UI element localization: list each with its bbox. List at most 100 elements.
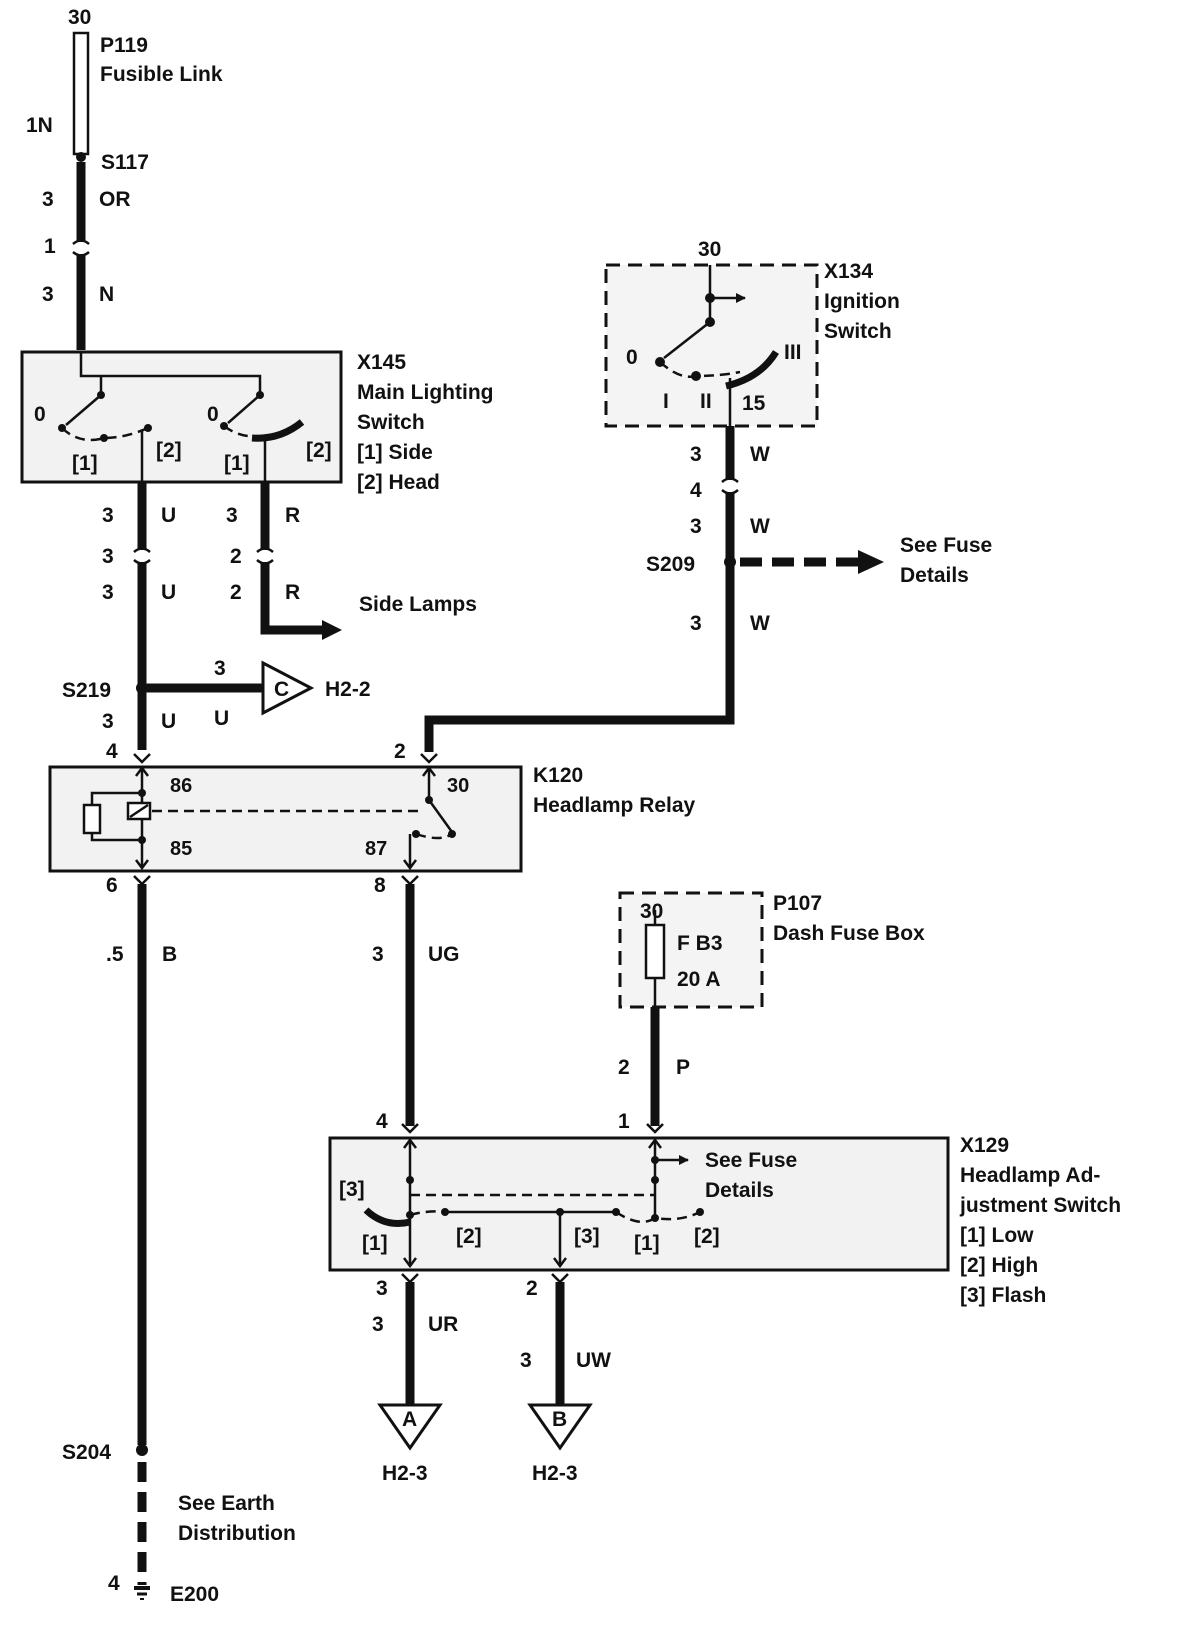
earth-see-line1: See Earth <box>178 1492 275 1515</box>
p107-name: Dash Fuse Box <box>773 922 925 945</box>
x145-pos1-left: [1] <box>72 452 98 475</box>
splice-s219: C H2-2 3 S219 3 U U <box>62 657 371 733</box>
conn-1-pin: 1 <box>44 235 56 258</box>
wire-p-size: 2 <box>618 1056 630 1079</box>
earth-see-line2: Distribution <box>178 1522 296 1545</box>
wire-or-size: 3 <box>42 188 54 211</box>
p107-fuse: F B3 <box>677 932 723 955</box>
wire-ur-size: 3 <box>372 1313 384 1336</box>
ref-c-size: 3 <box>214 657 226 680</box>
x134-name-line2: Switch <box>824 320 892 343</box>
s219-color: U <box>161 710 176 733</box>
k120-id: K120 <box>533 764 583 787</box>
wire-uw-size: 3 <box>520 1349 532 1372</box>
wire-uw-color: UW <box>576 1349 611 1372</box>
headlamp-relay-k120: 4 2 86 85 30 87 6 8 K120 Headlamp Relay <box>48 740 696 897</box>
wire-or-color: OR <box>99 188 131 211</box>
s209-see-line2: Details <box>900 564 969 587</box>
wire-b-color: B <box>162 943 177 966</box>
earth-pin: 4 <box>108 1572 120 1595</box>
s209-see-line1: See Fuse <box>900 534 992 557</box>
p107-id: P107 <box>773 892 822 915</box>
relay-pin-in-right: 2 <box>394 740 406 763</box>
headlamp-adjustment-switch-x129: 4 [3] [1] [2] [3] [1] [2] See Fuse Detai… <box>328 1110 1121 1307</box>
s209-id: S209 <box>646 553 695 576</box>
wire-p-pin: 1 <box>618 1110 630 1133</box>
relay-t30: 30 <box>447 775 469 797</box>
wire-u-conn-pin: 3 <box>102 545 114 568</box>
s219-size: 3 <box>102 710 114 733</box>
p119-terminal: 30 <box>68 6 91 29</box>
relay-pin-in-left: 4 <box>106 740 118 763</box>
x129-pos3-mid: [3] <box>574 1225 600 1248</box>
wire-n-color: N <box>99 283 114 306</box>
wire-u: 3 U 3 3 U <box>102 482 176 750</box>
x145-name-line2: Switch <box>357 411 425 434</box>
x129-pos2-left: [2] <box>456 1225 482 1248</box>
x129-name-line1: Headlamp Ad- <box>960 1164 1100 1187</box>
relay-pin-out-right: 8 <box>374 874 386 897</box>
splice-s117: S117 <box>101 151 149 174</box>
wire-ug-size: 3 <box>372 943 384 966</box>
x134-pos2: II <box>700 390 712 413</box>
earth-e200: E200 <box>170 1583 219 1606</box>
relay-pin-out-left: 6 <box>106 874 118 897</box>
x145-pos2-left: [2] <box>156 439 182 462</box>
x129-pos2-right: [2] <box>694 1225 720 1248</box>
p119-size: 1N <box>26 114 53 137</box>
wire-uw: B 3 UW H2-3 <box>520 1273 611 1485</box>
s219-id: S219 <box>62 679 111 702</box>
x134-out: 15 <box>742 392 766 415</box>
wire-w-color-low: W <box>750 612 770 635</box>
ref-c-target: H2-2 <box>325 678 371 701</box>
x129-id: X129 <box>960 1134 1009 1157</box>
wire-r-size-mid: 2 <box>230 581 242 604</box>
relay-t85: 85 <box>170 838 192 860</box>
ref-c-letter: C <box>274 678 289 701</box>
wire-ur: A 3 UR H2-3 <box>372 1273 458 1485</box>
ignition-switch-x134: 30 0 I II III 15 X134 Ignition Switch <box>604 238 900 428</box>
x145-pos0-right: 0 <box>207 403 219 426</box>
wire-r-color-top: R <box>285 504 300 527</box>
wire-w-size-low: 3 <box>690 612 702 635</box>
wire-p: 2 P 1 <box>618 1007 690 1134</box>
wire-u-color-mid: U <box>161 581 176 604</box>
x145-pos0-left: 0 <box>34 403 46 426</box>
wire-r-conn-pin: 2 <box>230 545 242 568</box>
x134-terminal: 30 <box>698 238 721 261</box>
side-lamps-label: Side Lamps <box>359 593 477 616</box>
x145-name-line1: Main Lighting <box>357 381 493 404</box>
x129-see-line2: Details <box>705 1179 774 1202</box>
x134-name-line1: Ignition <box>824 290 900 313</box>
wire-w: 3 W 4 3 W S209 See Fuse Details 3 W <box>424 426 992 752</box>
s204-id: S204 <box>62 1441 111 1464</box>
x129-see-line1: See Fuse <box>705 1149 797 1172</box>
wire-w-size-top: 3 <box>690 443 702 466</box>
wire-r-side-lamps: 3 R 2 2 R Side Lamps <box>226 482 477 640</box>
wire-u-size-mid: 3 <box>102 581 114 604</box>
wire-ug-color: UG <box>428 943 460 966</box>
x129-pos1-right: [1] <box>634 1232 660 1255</box>
wire-u-color-top: U <box>161 504 176 527</box>
p107-rating: 20 A <box>677 968 721 991</box>
relay-t86: 86 <box>170 775 192 797</box>
x145-pos2-right: [2] <box>306 439 332 462</box>
x134-pos0: 0 <box>626 346 638 369</box>
x129-pos3-left: [3] <box>339 1178 365 1201</box>
wire-w-conn-pin: 4 <box>690 479 702 502</box>
wire-r-size-top: 3 <box>226 504 238 527</box>
ref-a-target: H2-3 <box>382 1462 428 1485</box>
x129-legend-high: [2] High <box>960 1254 1038 1277</box>
wire-p-color: P <box>676 1056 690 1079</box>
fusible-link-p119: 30 P119 Fusible Link 1N S117 <box>26 6 223 174</box>
x129-legend-flash: [3] Flash <box>960 1284 1046 1307</box>
p119-name: Fusible Link <box>100 63 223 86</box>
ref-c-color: U <box>214 707 229 730</box>
ref-b-letter: B <box>552 1408 567 1431</box>
ref-b-target: H2-3 <box>532 1462 578 1485</box>
feed-wire-or-n: 3 OR 1 3 N <box>42 162 131 350</box>
wire-b-size: .5 <box>106 943 124 966</box>
wire-ur-color: UR <box>428 1313 458 1336</box>
x134-pos1: I <box>663 390 669 413</box>
